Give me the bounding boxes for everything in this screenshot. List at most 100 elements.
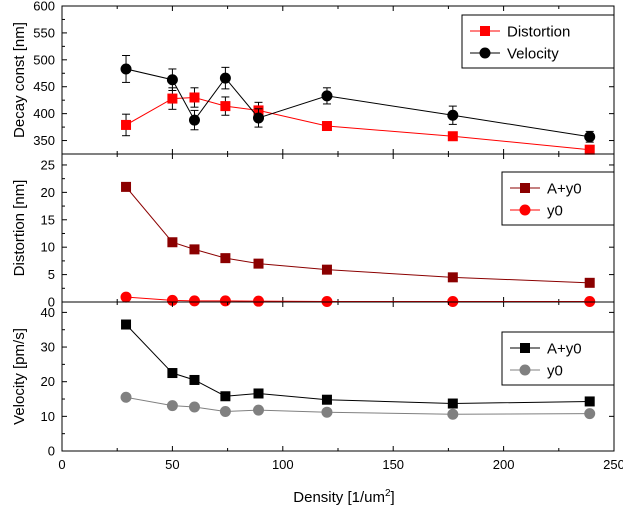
y-tick-label: 10 (41, 240, 55, 255)
data-point (321, 295, 333, 307)
y-tick-label: 25 (41, 157, 55, 172)
data-point (321, 121, 332, 132)
data-point (447, 272, 458, 283)
x-tick-label: 100 (272, 457, 294, 472)
y-axis-title: Distortion [nm] (11, 180, 28, 277)
series-y0 (120, 391, 596, 420)
data-point (321, 264, 332, 275)
data-point (167, 368, 178, 379)
data-point (447, 109, 459, 121)
legend: A+y0 y0 (501, 331, 615, 386)
data-point (166, 74, 178, 86)
data-point (447, 295, 459, 307)
x-tick-label: 250 (603, 457, 623, 472)
data-point (166, 400, 178, 412)
data-point (188, 401, 200, 413)
x-tick-label: 0 (58, 457, 65, 472)
legend: A+y0 y0 (501, 171, 615, 226)
x-tick-label: 200 (493, 457, 515, 472)
data-point (189, 244, 200, 255)
data-point (188, 114, 200, 126)
series-y0 (120, 291, 596, 307)
data-point (584, 131, 596, 143)
data-point (447, 408, 459, 420)
y-tick-label: 10 (41, 409, 55, 424)
data-point (584, 277, 595, 288)
data-point (120, 291, 132, 303)
data-point (219, 72, 231, 84)
legend-label: A+y0 (547, 341, 582, 358)
data-point (584, 295, 596, 307)
legend-marker (479, 47, 491, 59)
data-point (167, 237, 178, 248)
y-tick-label: 350 (33, 133, 55, 148)
y-tick-label: 600 (33, 0, 55, 14)
data-point (253, 388, 264, 399)
data-point (321, 406, 333, 418)
data-point (219, 295, 231, 307)
data-point (584, 408, 596, 420)
x-axis-title: Density [1/um2] (293, 488, 394, 506)
data-point (121, 319, 132, 330)
series-line (125, 68, 590, 138)
data-point (253, 404, 265, 416)
data-point (584, 144, 595, 155)
y-tick-label: 500 (33, 52, 55, 67)
data-point (321, 90, 333, 102)
y-tick-label: 5 (48, 267, 55, 282)
data-point (447, 398, 458, 409)
data-point (253, 258, 264, 269)
data-point (219, 405, 231, 417)
data-point (167, 93, 178, 104)
y-axis-title: Velocity [pm/s] (11, 328, 28, 425)
y-tick-label: 550 (33, 25, 55, 40)
legend-label: y0 (547, 363, 563, 380)
data-point (253, 112, 265, 124)
data-point (253, 295, 265, 307)
legend-marker (520, 183, 530, 193)
legend-label: Distortion (507, 24, 570, 41)
data-point (121, 181, 132, 192)
data-point (188, 295, 200, 307)
legend-box (501, 331, 615, 386)
legend-marker (519, 364, 531, 376)
x-tick-label: 150 (382, 457, 404, 472)
y-tick-label: 30 (41, 340, 55, 355)
series-velocity (120, 55, 596, 143)
y-tick-label: 450 (33, 79, 55, 94)
y-tick-label: 0 (48, 444, 55, 459)
data-point (189, 92, 200, 103)
y-tick-label: 0 (48, 295, 55, 310)
data-point (220, 101, 231, 112)
y-axis-title: Decay const [nm] (11, 22, 28, 138)
data-point (121, 119, 132, 130)
legend-label: A+y0 (547, 181, 582, 198)
data-point (447, 131, 458, 142)
y-tick-label: 400 (33, 106, 55, 121)
x-axis-title-superscript: 2 (385, 488, 391, 499)
y-tick-label: 20 (41, 185, 55, 200)
y-tick-label: 20 (41, 374, 55, 389)
data-point (584, 396, 595, 407)
data-point (220, 391, 231, 402)
legend-marker (520, 343, 530, 353)
legend-label: y0 (547, 203, 563, 220)
data-point (321, 394, 332, 405)
y-tick-label: 15 (41, 212, 55, 227)
y-tick-label: 40 (41, 305, 55, 320)
data-point (120, 391, 132, 403)
legend-marker (480, 26, 490, 36)
legend-marker (519, 204, 531, 216)
data-point (189, 374, 200, 385)
series-a-y0 (121, 319, 595, 409)
data-point (120, 63, 132, 75)
legend-label: Velocity (507, 46, 559, 63)
series-a-y0 (121, 181, 595, 288)
legend-box (501, 171, 615, 226)
data-point (220, 253, 231, 264)
